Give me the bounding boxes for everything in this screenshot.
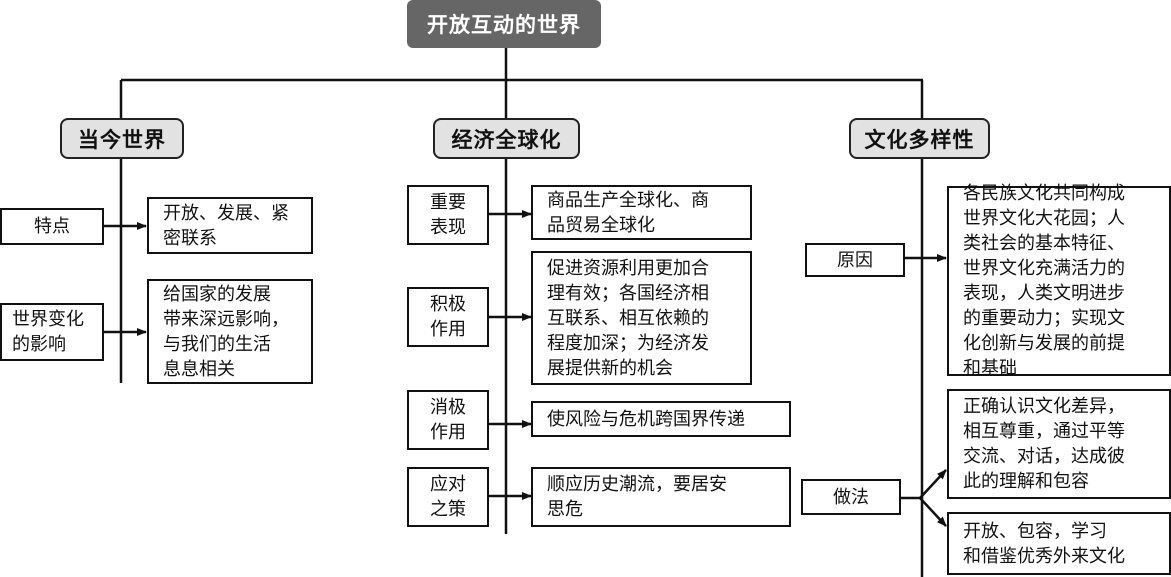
label-yingdui-zhice: 应对 之策: [407, 467, 489, 527]
content-xiaoji-zuoyong: 使风险与危机跨国界传递: [531, 401, 791, 437]
label-yuanyin: 原因: [805, 243, 905, 277]
heading-dangjin-shijie: 当今世界: [60, 118, 184, 159]
content-yuanyin: 各民族文化共同构成 世界文化大花园；人 类社会的基本特征、 世界文化充满活力的 …: [947, 183, 1171, 379]
label-xiaoji-zuoyong: 消极 作用: [407, 390, 489, 450]
label-tedian: 特点: [0, 208, 104, 245]
label-zhongyao-biaoxian: 重要 表现: [407, 185, 489, 245]
label-zuofa: 做法: [801, 479, 901, 515]
heading-jingji-quanqiuhua: 经济全球化: [433, 118, 580, 159]
diagram-title: 开放互动的世界: [407, 0, 601, 48]
heading-wenhua-duoyangxing: 文化多样性: [849, 118, 990, 159]
content-yingdui-zhice: 顺应历史潮流，要居安 思危: [531, 467, 791, 527]
content-shijie-bianhua: 给国家的发展 带来深远影响， 与我们的生活 息息相关: [147, 279, 313, 384]
content-zuofa-1: 正确认识文化差异， 相互尊重，通过平等 交流、对话，达成彼 此的理解和包容: [947, 389, 1171, 499]
arrow-zuofa-down: [919, 497, 947, 527]
content-tedian: 开放、发展、紧 密联系: [147, 197, 313, 254]
label-jiji-zuoyong: 积极 作用: [407, 287, 489, 347]
content-zhongyao-biaoxian: 商品生产全球化、商 品贸易全球化: [531, 185, 752, 240]
arrow-zuofa-up: [919, 469, 947, 499]
label-shijie-bianhua: 世界变化 的影响: [0, 303, 104, 361]
content-zuofa-2: 开放、包容，学习 和借鉴优秀外来文化: [947, 512, 1171, 575]
content-jiji-zuoyong: 促进资源利用更加合 理有效；各国经济相 互联系、相互依赖的 程度加深；为经济发 …: [531, 251, 752, 385]
